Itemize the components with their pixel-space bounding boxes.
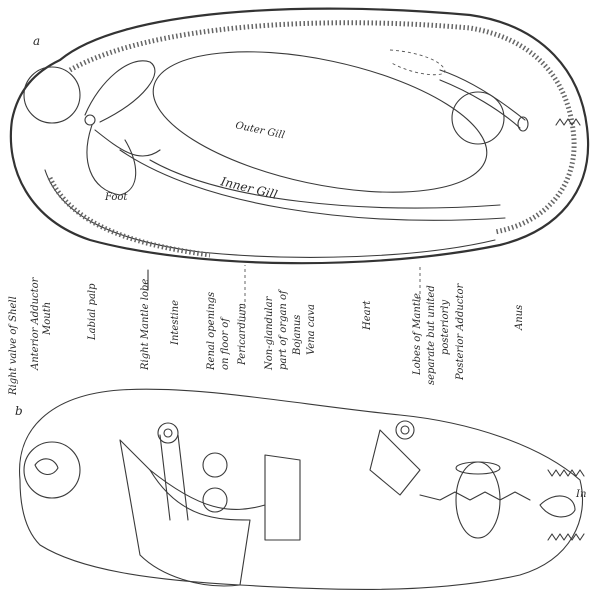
intestine-coil-inner (164, 429, 172, 437)
figure-letter-a: a (33, 34, 40, 48)
label-right-valve: Right valve of Shell (8, 296, 19, 396)
heart-coil (396, 421, 414, 439)
intestine-coil (158, 423, 178, 443)
label-anus: Anus (514, 305, 525, 331)
anus-loop (540, 496, 575, 517)
renal-blob-1 (203, 453, 227, 477)
label-separate-united: separate but united (426, 285, 437, 385)
visceral-mass (120, 440, 250, 586)
intestine-b (160, 435, 170, 520)
renal-blob-2 (203, 488, 227, 512)
outer-gill-shape (141, 26, 499, 218)
label-labial-palp: Labial palp (87, 283, 98, 341)
inner-gill-label: Inner Gill (218, 174, 279, 202)
outer-gill-label: Outer Gill (234, 120, 285, 141)
label-lobes-of-mantle: Lobes of Mantle (412, 293, 423, 376)
label-intestine: Intestine (170, 300, 181, 346)
posterior-adductor (452, 92, 504, 144)
inner-gill-shape (150, 160, 500, 208)
label-renal-openings: Renal openings (206, 292, 217, 371)
visceral-inner (150, 470, 265, 509)
foot-inner (95, 130, 160, 156)
mouth-point (85, 115, 95, 125)
figure-b: b In (15, 389, 586, 589)
label-non-glandular: Non-glandular (264, 295, 275, 371)
foot-shape (87, 125, 136, 195)
foot-label: Foot (104, 192, 128, 203)
label-part-of-organ: part of organ of (278, 288, 289, 370)
heart-tube (370, 430, 420, 495)
partial-label-in: In (575, 489, 586, 500)
label-bojanus: Bojanus (292, 315, 303, 356)
label-pericardium: Pericardium (237, 303, 248, 366)
figure-a: a Outer Gill Inner Gill Foot (11, 9, 588, 264)
anterior-adductor (24, 67, 80, 123)
rectum-tube (265, 455, 300, 540)
figure-letter-b: b (15, 404, 23, 418)
label-column: Right valve of Shell Anterior Adductor M… (8, 265, 525, 396)
beaded-chain (420, 492, 530, 500)
posterior-zigzag-2 (548, 534, 584, 540)
mantle-edge (70, 23, 574, 232)
label-anterior-adductor: Anterior Adductor (30, 276, 41, 371)
intestine-b2 (178, 435, 188, 520)
label-posterior-adductor: Posterior Adductor (455, 283, 466, 381)
label-right-mantle-lobe: Right Mantle lobe (140, 279, 151, 371)
posterior-zigzag (548, 470, 584, 476)
label-on-floor-of: on floor of (220, 316, 231, 370)
anterior-adductor-b (24, 442, 80, 498)
labial-palp (85, 61, 155, 122)
label-heart: Heart (362, 300, 373, 331)
label-mouth: Mouth (42, 302, 53, 336)
dashed-organ (390, 50, 445, 75)
inner-gill-edge (120, 150, 505, 220)
posterior-cylinder (456, 462, 500, 538)
zigzag-opening (556, 119, 580, 125)
heart-coil-inner (401, 426, 409, 434)
posterior-cylinder-cap (456, 462, 500, 474)
mouth-b (35, 459, 58, 475)
label-vena-cava: Vena cava (306, 304, 317, 355)
mantle-inner-line (45, 170, 495, 257)
label-posteriorly: posteriorly (440, 300, 451, 355)
body-outline (20, 389, 583, 589)
